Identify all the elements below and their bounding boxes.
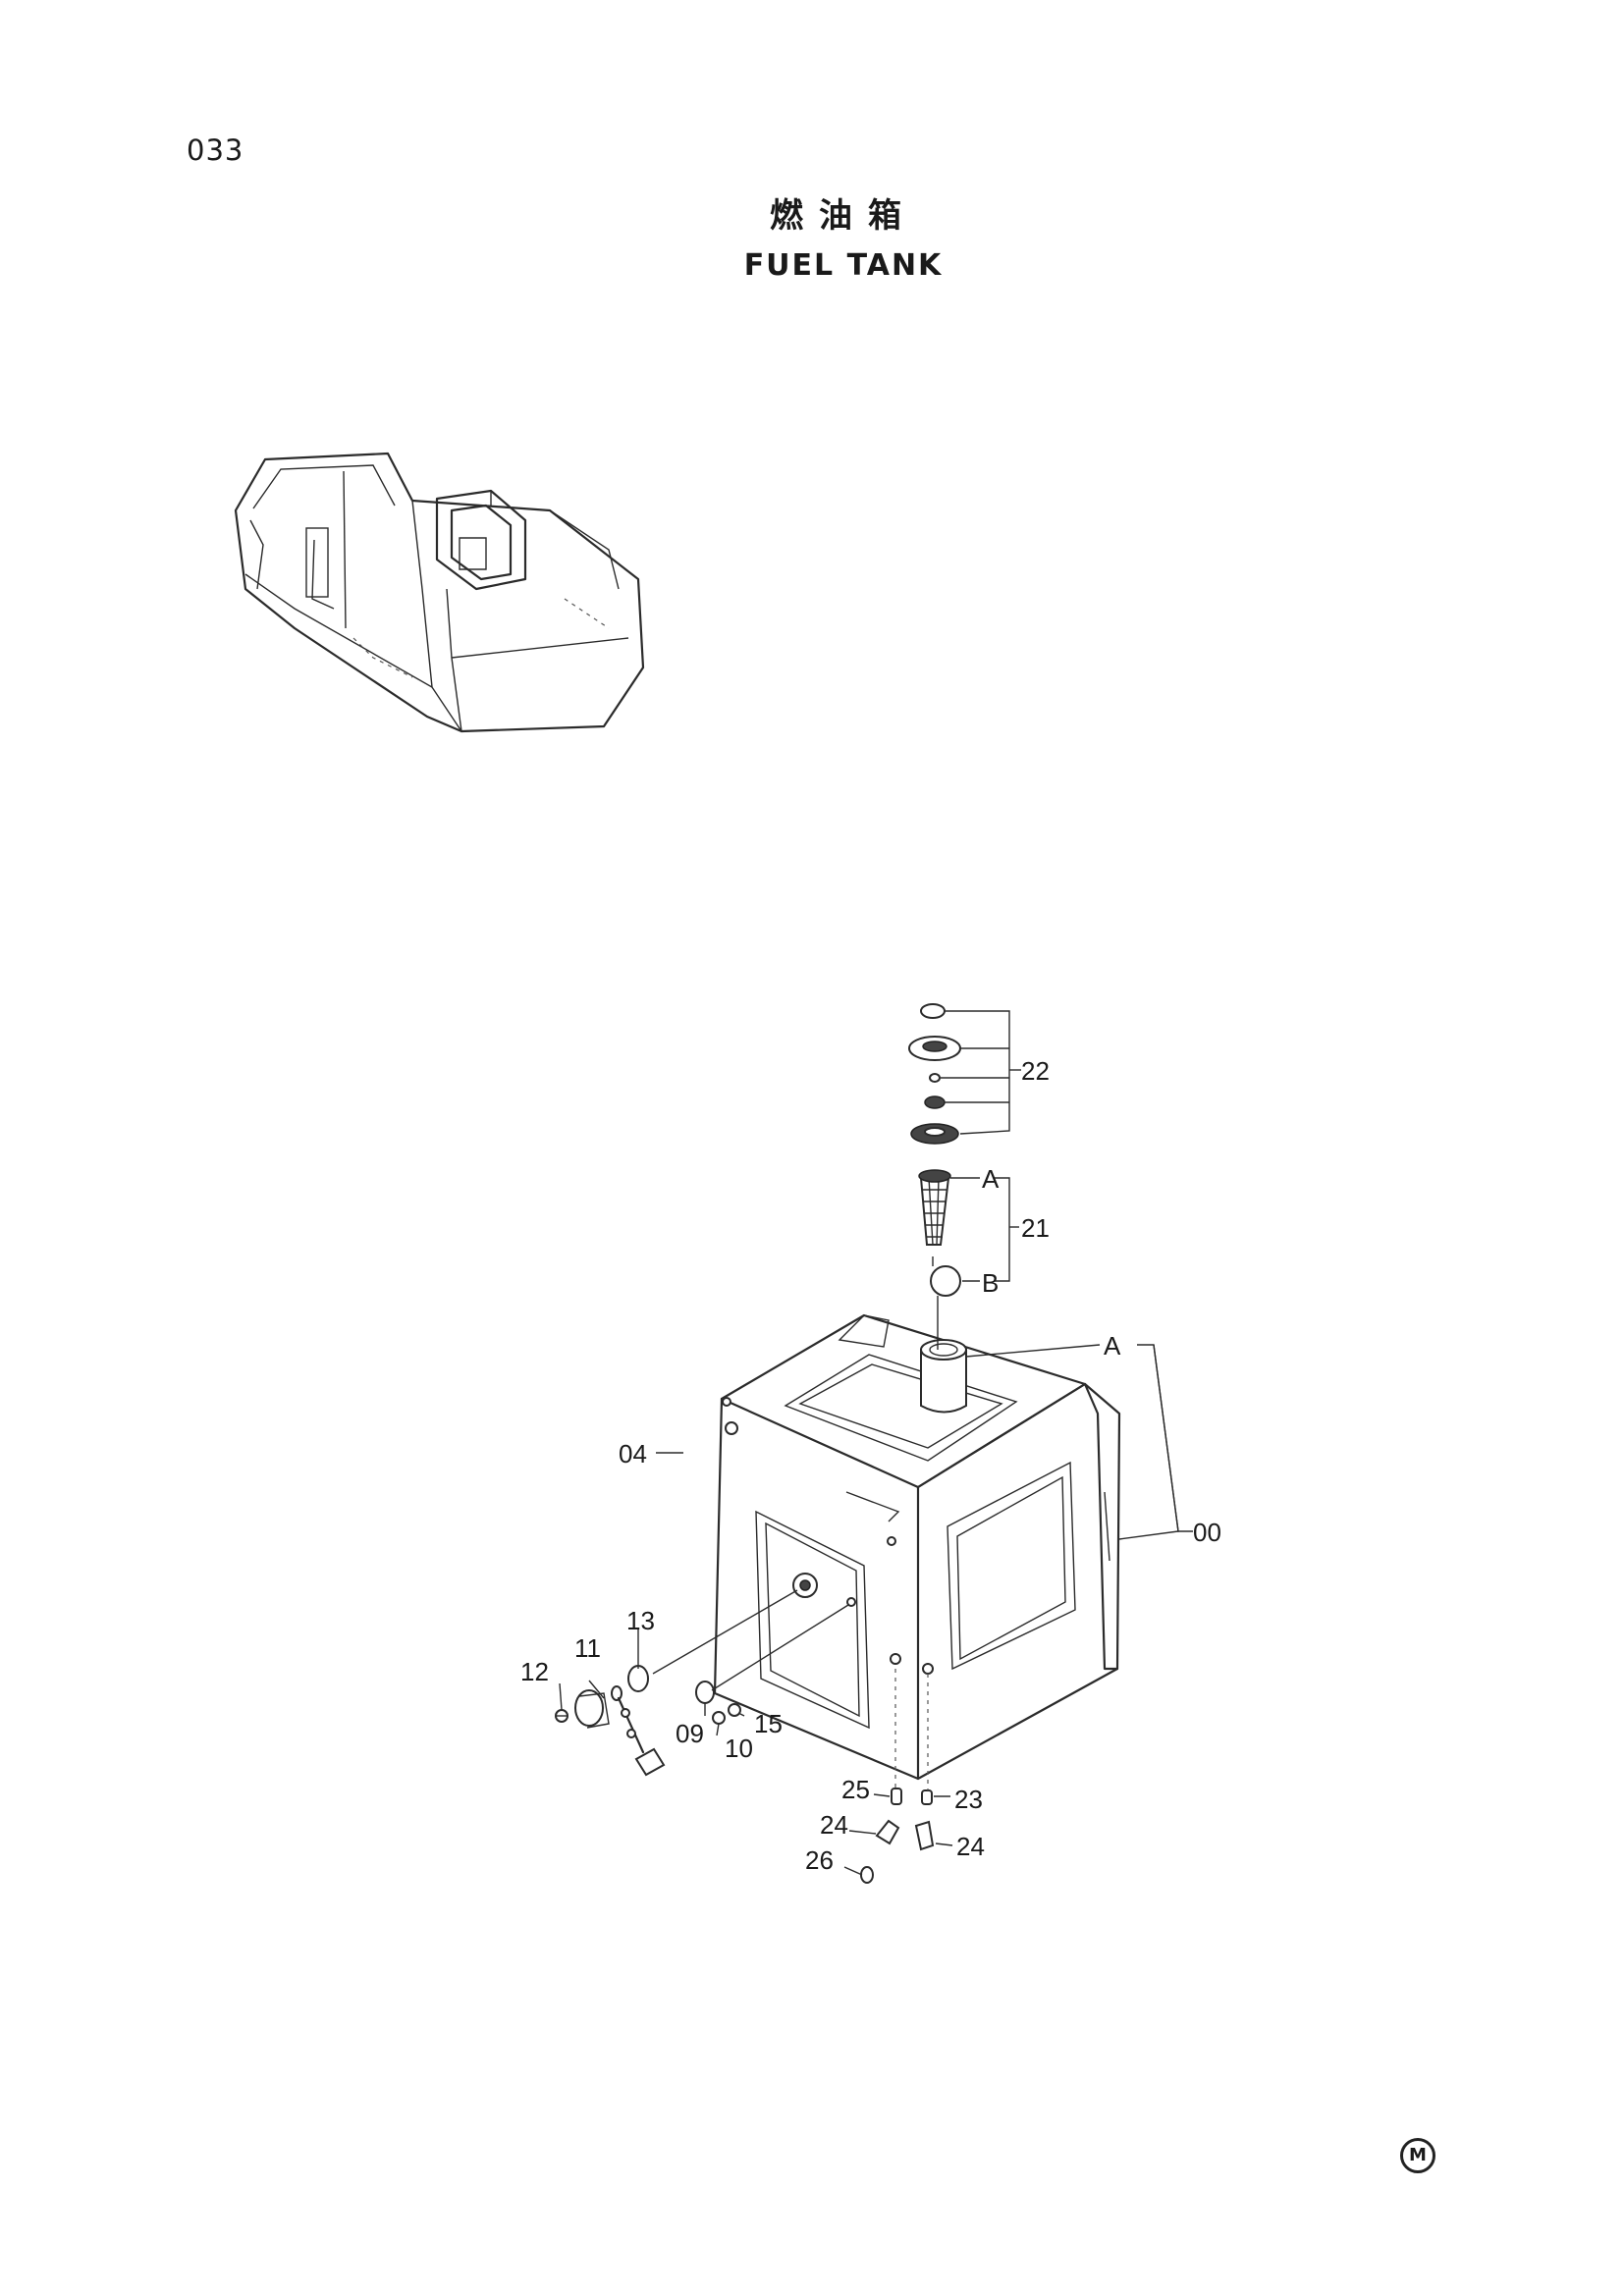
callout-12: 12 <box>520 1657 549 1686</box>
page-number: 033 <box>187 133 244 167</box>
callout-a-top: A <box>982 1164 1000 1194</box>
callout-15: 15 <box>754 1709 783 1738</box>
filler-cap-assembly <box>908 1003 1021 1145</box>
drain-fittings <box>860 1669 935 1884</box>
callout-a-neck: A <box>1104 1331 1121 1361</box>
fuel-tank-body <box>713 1313 1121 1781</box>
title-chinese: 燃油箱 <box>770 196 917 236</box>
level-gauge-parts <box>555 1573 856 1777</box>
excavator-locator-view <box>234 452 645 733</box>
title-block: 燃油箱 FUEL TANK <box>0 188 1624 283</box>
manufacturer-logo: M <box>1400 2138 1435 2173</box>
filler-neck <box>920 1339 967 1414</box>
callout-b: B <box>982 1268 999 1298</box>
callout-11: 11 <box>574 1633 601 1663</box>
callout-09: 09 <box>676 1719 704 1748</box>
callout-21: 21 <box>1021 1213 1050 1243</box>
callout-24-right: 24 <box>956 1832 985 1861</box>
callout-23: 23 <box>954 1785 983 1814</box>
callout-13: 13 <box>626 1606 655 1635</box>
strainer-assembly <box>918 1169 1019 1350</box>
callout-00: 00 <box>1193 1518 1221 1547</box>
callout-24-left: 24 <box>820 1810 848 1840</box>
leader-lines <box>559 1344 1193 1876</box>
callout-26: 26 <box>805 1845 834 1875</box>
title-english: FUEL TANK <box>743 248 944 283</box>
callout-10: 10 <box>725 1734 753 1763</box>
callout-04: 04 <box>619 1439 647 1468</box>
callout-25: 25 <box>841 1775 870 1804</box>
callout-22: 22 <box>1021 1056 1050 1086</box>
